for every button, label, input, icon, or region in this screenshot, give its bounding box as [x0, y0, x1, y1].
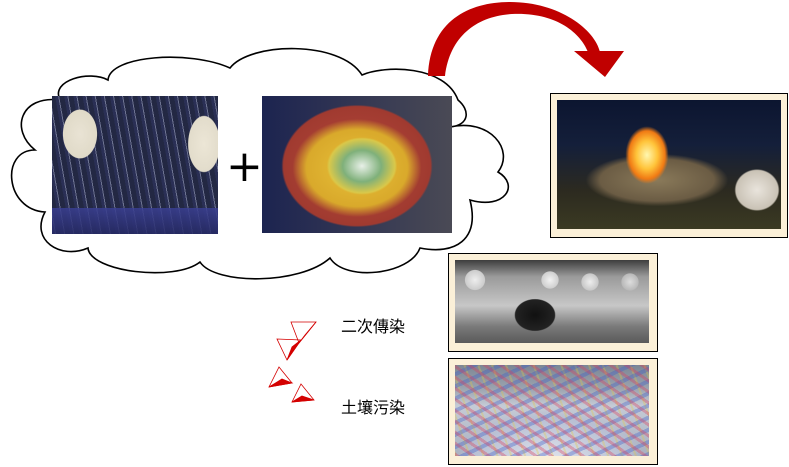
- open-burning-frame: [550, 93, 788, 238]
- curved-arrow-icon: [428, 2, 600, 76]
- surgical-instruments-photo: [52, 96, 218, 234]
- open-burning-photo: [557, 100, 781, 229]
- soil-pollution-label: 土壤污染: [341, 398, 406, 417]
- secondary-infection-photo: [455, 260, 649, 343]
- soil-pollution-frame: [448, 358, 658, 465]
- secondary-infection-label: 二次傳染: [341, 317, 406, 336]
- arrow-head-icon: [574, 51, 624, 77]
- small-arrows-icon: [268, 321, 317, 403]
- soil-pollution-photo: [455, 365, 649, 456]
- secondary-infection-frame: [448, 253, 658, 352]
- medical-waste-bag-photo: [262, 96, 452, 233]
- plus-operator: +: [226, 141, 263, 192]
